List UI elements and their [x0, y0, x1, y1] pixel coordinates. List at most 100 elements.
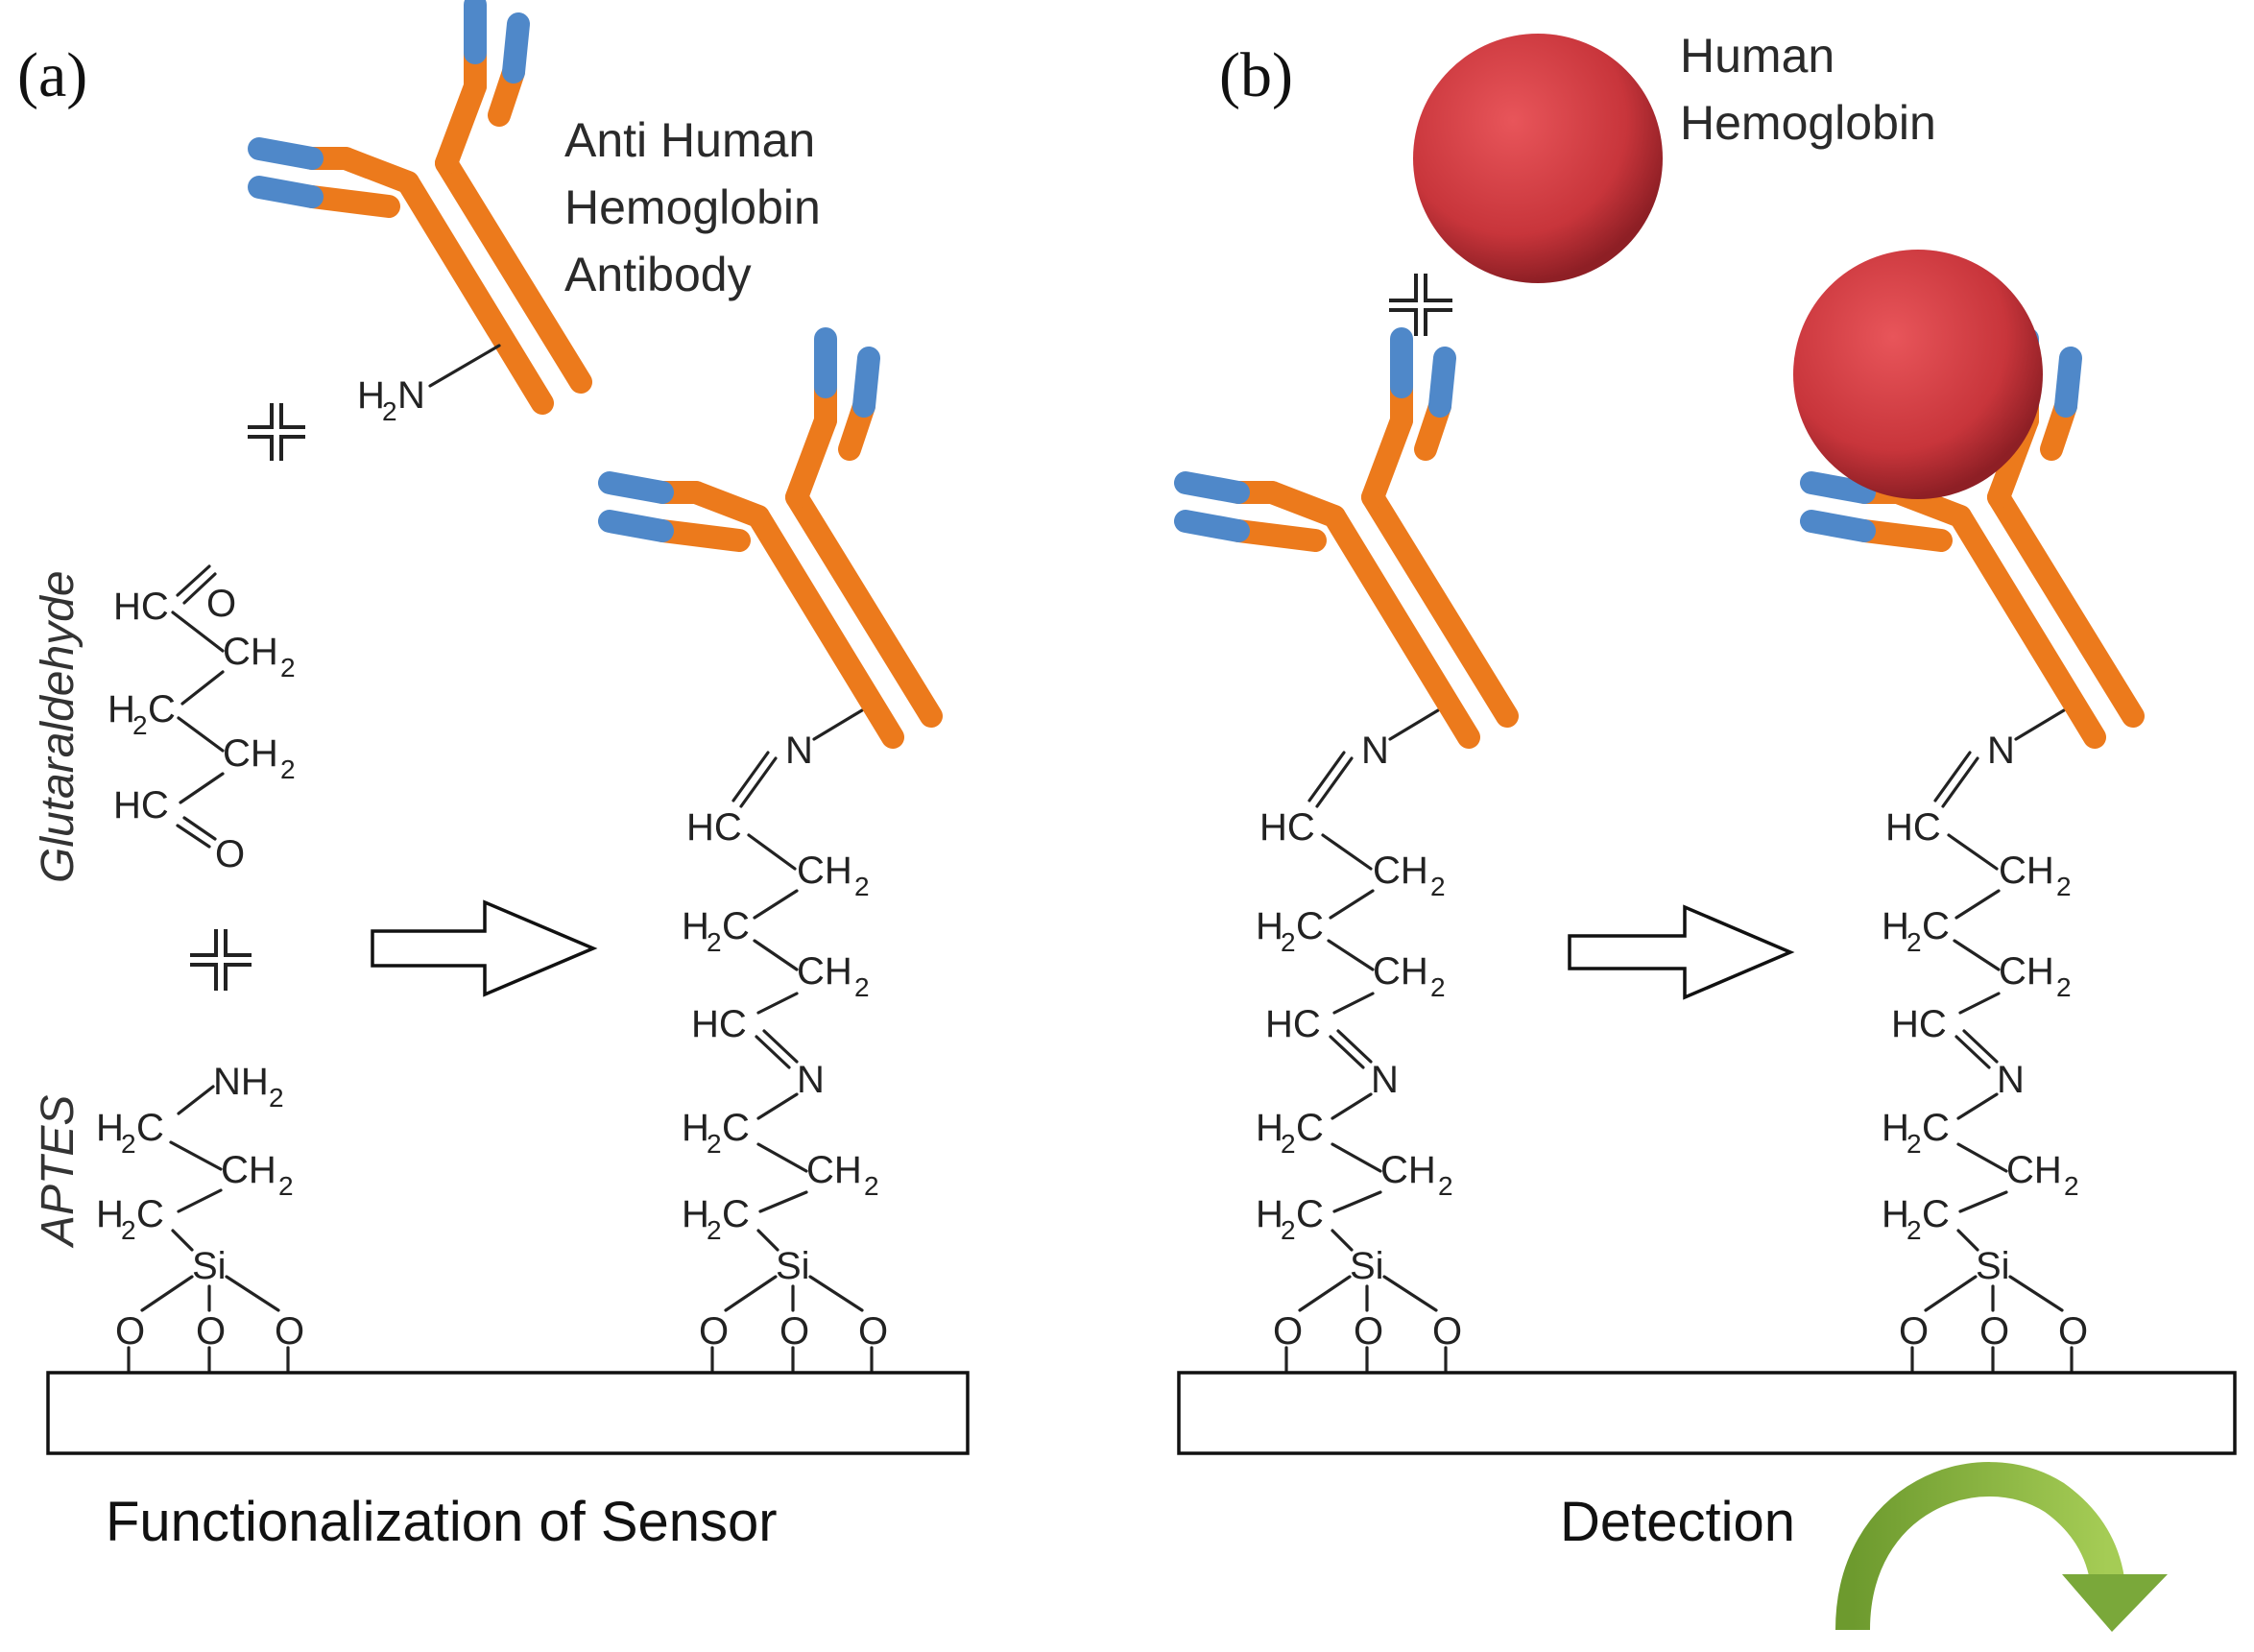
aptes-structure: NH 2 H 2 C CH 2 H 2 C Si O O O: [96, 1061, 304, 1373]
svg-text:N: N: [1361, 730, 1389, 772]
svg-text:NH: NH: [213, 1061, 269, 1103]
plus-icon: [1389, 274, 1452, 336]
svg-text:C: C: [136, 1193, 164, 1235]
svg-text:CH: CH: [1373, 850, 1428, 892]
svg-text:Si: Si: [1976, 1245, 2010, 1287]
glutaraldehyde-structure: O HC CH 2 H 2 C CH 2 HC O: [108, 564, 296, 875]
panel-b-caption: Detection: [1560, 1491, 1795, 1553]
svg-text:O: O: [699, 1310, 729, 1353]
svg-text:H: H: [1882, 1107, 1909, 1149]
svg-text:N: N: [797, 1059, 825, 1101]
svg-text:H: H: [96, 1193, 124, 1235]
svg-text:CH: CH: [223, 631, 278, 673]
svg-text:HC: HC: [1259, 806, 1315, 849]
svg-text:2: 2: [707, 927, 722, 957]
svg-text:2: 2: [269, 1083, 284, 1113]
svg-text:H: H: [1882, 905, 1909, 947]
svg-text:Hemoglobin: Hemoglobin: [1680, 96, 1936, 150]
svg-text:2: 2: [2056, 972, 2072, 1002]
svg-text:Si: Si: [776, 1245, 810, 1287]
plus-icon: [190, 929, 252, 991]
svg-text:2: 2: [2064, 1171, 2079, 1201]
svg-text:H: H: [96, 1107, 124, 1149]
svg-text:N: N: [1997, 1059, 2025, 1101]
svg-text:HC: HC: [691, 1003, 747, 1045]
svg-text:O: O: [1273, 1310, 1303, 1353]
svg-text:CH: CH: [1999, 850, 2054, 892]
svg-text:C: C: [1922, 1193, 1950, 1235]
svg-text:O: O: [1899, 1310, 1929, 1353]
svg-text:2: 2: [1906, 1215, 1922, 1245]
panel-b-tag: (b): [1219, 40, 1293, 110]
svg-text:CH: CH: [797, 950, 852, 993]
hemoglobin-label: Human Hemoglobin: [1680, 29, 1936, 150]
sensor-substrate-b: [1177, 1371, 2237, 1455]
svg-text:2: 2: [864, 1171, 879, 1201]
free-antibody: [259, 5, 581, 403]
aptes-label: APTES: [33, 1095, 84, 1249]
svg-text:C: C: [136, 1107, 164, 1149]
svg-text:HC: HC: [1885, 806, 1941, 849]
svg-text:CH: CH: [1999, 950, 2054, 993]
svg-text:H: H: [1256, 1193, 1283, 1235]
panel-a-caption: Functionalization of Sensor: [106, 1491, 778, 1553]
svg-text:2: 2: [278, 1171, 294, 1201]
svg-text:2: 2: [707, 1215, 722, 1245]
svg-text:Hemoglobin: Hemoglobin: [564, 180, 821, 234]
svg-text:2: 2: [280, 754, 296, 784]
svg-text:HC: HC: [1891, 1003, 1947, 1045]
svg-text:C: C: [722, 1107, 750, 1149]
svg-text:H: H: [108, 688, 135, 730]
svg-text:H: H: [682, 1107, 709, 1149]
svg-text:HC: HC: [113, 784, 169, 826]
svg-text:O: O: [196, 1310, 226, 1353]
svg-text:CH: CH: [223, 732, 278, 775]
svg-text:2: 2: [1281, 1215, 1296, 1245]
svg-text:O: O: [2058, 1310, 2088, 1353]
svg-text:2: 2: [1281, 1129, 1296, 1159]
svg-text:N: N: [785, 730, 813, 772]
svg-text:N: N: [1987, 730, 2015, 772]
svg-text:C: C: [722, 1193, 750, 1235]
svg-text:C: C: [1296, 905, 1324, 947]
svg-text:2: 2: [121, 1215, 136, 1245]
svg-text:HC: HC: [1265, 1003, 1321, 1045]
svg-text:CH: CH: [2006, 1149, 2062, 1191]
svg-text:CH: CH: [806, 1149, 862, 1191]
bound-antibody-a: [610, 339, 931, 737]
svg-text:H: H: [682, 905, 709, 947]
svg-text:Si: Si: [1350, 1245, 1384, 1287]
panel-a-tag: (a): [17, 40, 87, 110]
svg-text:C: C: [1922, 905, 1950, 947]
svg-text:O: O: [1979, 1310, 2009, 1353]
svg-text:2: 2: [1906, 927, 1922, 957]
svg-text:Si: Si: [192, 1245, 227, 1287]
svg-text:Human: Human: [1680, 29, 1834, 83]
svg-text:O: O: [115, 1310, 145, 1353]
svg-text:O: O: [1432, 1310, 1462, 1353]
bound-hemoglobin-molecule: [1793, 250, 2043, 499]
svg-text:CH: CH: [1373, 950, 1428, 993]
svg-text:2: 2: [132, 710, 148, 740]
svg-text:O: O: [215, 833, 245, 875]
sensor-substrate-a: [46, 1371, 970, 1455]
svg-text:CH: CH: [221, 1149, 276, 1191]
svg-text:O: O: [1354, 1310, 1383, 1353]
svg-text:C: C: [148, 688, 176, 730]
svg-text:O: O: [206, 583, 236, 625]
hemoglobin-molecule: [1413, 34, 1663, 283]
svg-text:C: C: [1296, 1107, 1324, 1149]
svg-text:2: 2: [707, 1129, 722, 1159]
functionalized-chain-b2: N HC CH 2 H 2 C CH 2 HC N H 2 C CH 2 H 2…: [1882, 708, 2088, 1373]
svg-text:C: C: [722, 905, 750, 947]
svg-text:H: H: [1882, 1193, 1909, 1235]
svg-text:N: N: [1371, 1059, 1399, 1101]
svg-text:2: 2: [1430, 972, 1446, 1002]
curved-arrow-icon: [1835, 1462, 2168, 1632]
svg-text:H: H: [1256, 1107, 1283, 1149]
antibody-label: Anti Human Hemoglobin Antibody: [564, 113, 821, 301]
svg-text:HC: HC: [113, 586, 169, 628]
svg-text:C: C: [1922, 1107, 1950, 1149]
svg-text:H: H: [1256, 905, 1283, 947]
